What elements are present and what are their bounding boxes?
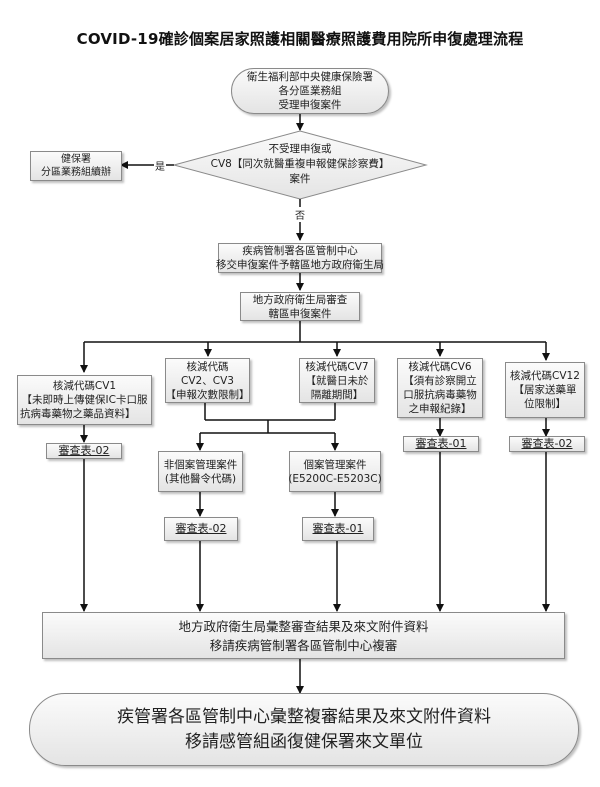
cv2-line-2: CV2、CV3 <box>181 374 234 387</box>
cv1-line-2: 【未即時上傳健保IC卡口服 <box>21 394 148 406</box>
cv6-line-2: 【須有診察開立 <box>403 375 477 387</box>
decision-line-2: CV8【同次就醫重複申報健保診察費】 <box>210 158 390 170</box>
cv2-cv3-node: 核減代碼 CV2、CV3 【申報次數限制】 <box>165 358 250 403</box>
cv1-node: 核減代碼CV1 【未即時上傳健保IC卡口服 抗病毒藥物之藥品資料】 <box>17 375 152 425</box>
cv6-line-4: 之申報紀錄】 <box>408 403 472 415</box>
cv12-line-2: 【居家送藥單 <box>513 384 577 396</box>
nhi-branch-node: 健保署 分區業務組續辦 <box>30 151 122 181</box>
consolidate-line-1: 地方政府衛生局彙整審查結果及來文附件資料 <box>178 618 429 634</box>
start-node: 衛生福利部中央健康保險署 各分區業務組 受理申復案件 <box>231 68 389 114</box>
nhi-line-2: 分區業務組續辦 <box>41 167 111 178</box>
cv2-line-1: 核減代碼 <box>186 360 229 373</box>
case-line-2: (E5200C-E5203C) <box>288 472 382 485</box>
case-mgmt-node: 個案管理案件 (E5200C-E5203C) <box>288 451 382 492</box>
form-cv12-link[interactable]: 審查表-02 <box>509 436 585 452</box>
decision-line-1: 不受理申復或 <box>268 143 332 155</box>
consolidate-node: 地方政府衛生局彙整審查結果及來文附件資料 移請疾病管制署各區管制中心複審 <box>42 612 565 659</box>
start-line-3: 受理申復案件 <box>278 99 342 111</box>
consolidate-line-2: 移請疾病管制署各區管制中心複審 <box>209 637 398 653</box>
cv6-node: 核減代碼CV6 【須有診察開立 口服抗病毒藥物 之申報紀錄】 <box>397 358 483 418</box>
yes-label: 是 <box>154 158 166 173</box>
end-line-2: 移請感管組函復健保署來文單位 <box>185 731 423 752</box>
non-case-line-1: 非個案管理案件 <box>163 458 238 471</box>
local-review-node: 地方政府衛生局審查 轄區申復案件 <box>240 292 360 321</box>
page-title: COVID-19確診個案居家照護相關醫療照護費用院所申復處理流程 <box>76 30 524 48</box>
decision-node: 不受理申復或 CV8【同次就醫重複申報健保診察費】 案件 <box>180 142 420 187</box>
cv7-node: 核減代碼CV7 【就醫日未於 隔離期間】 <box>299 358 375 403</box>
non-case-mgmt-node: 非個案管理案件 (其他醫令代碼) <box>158 451 243 492</box>
decision-line-3: 案件 <box>289 173 311 185</box>
cdc-center-node: 疾病管制署各區管制中心 移交申復案件予轄區地方政府衛生局 <box>216 243 384 273</box>
cdc-line-2: 移交申復案件予轄區地方政府衛生局 <box>216 259 384 271</box>
end-line-1: 疾管署各區管制中心彙整複審結果及來文附件資料 <box>117 706 491 727</box>
cv6-line-3: 口服抗病毒藥物 <box>403 389 477 401</box>
form-cv1-link[interactable]: 審查表-02 <box>46 443 122 459</box>
case-line-1: 個案管理案件 <box>303 458 367 471</box>
cv1-line-1: 核減代碼CV1 <box>52 380 117 392</box>
cv6-line-1: 核減代碼CV6 <box>408 361 472 373</box>
cv1-line-3: 抗病毒藥物之藥品資料】 <box>20 408 136 420</box>
start-line-2: 各分區業務組 <box>278 85 342 97</box>
end-node: 疾管署各區管制中心彙整複審結果及來文附件資料 移請感管組函復健保署來文單位 <box>29 693 579 766</box>
form-case-link[interactable]: 審查表-01 <box>302 517 374 541</box>
cv7-line-2: 【就醫日未於 <box>305 374 369 387</box>
cv2-line-3: 【申報次數限制】 <box>165 388 250 401</box>
form-cv6-link[interactable]: 審查表-01 <box>403 436 479 452</box>
cv7-line-3: 隔離期間】 <box>310 388 364 401</box>
local-line-2: 轄區申復案件 <box>268 307 332 320</box>
no-label: 否 <box>294 207 306 222</box>
form-non-case-link[interactable]: 審查表-02 <box>164 517 238 541</box>
non-case-line-2: (其他醫令代碼) <box>164 472 237 485</box>
nhi-line-1: 健保署 <box>61 154 91 165</box>
cdc-line-1: 疾病管制署各區管制中心 <box>242 245 358 257</box>
cv7-line-1: 核減代碼CV7 <box>305 360 369 373</box>
start-line-1: 衛生福利部中央健康保險署 <box>247 71 373 83</box>
cv12-line-1: 核減代碼CV12 <box>510 370 580 382</box>
local-line-1: 地方政府衛生局審查 <box>252 293 348 306</box>
cv12-node: 核減代碼CV12 【居家送藥單 位限制】 <box>505 362 585 418</box>
cv12-line-3: 位限制】 <box>524 398 566 410</box>
